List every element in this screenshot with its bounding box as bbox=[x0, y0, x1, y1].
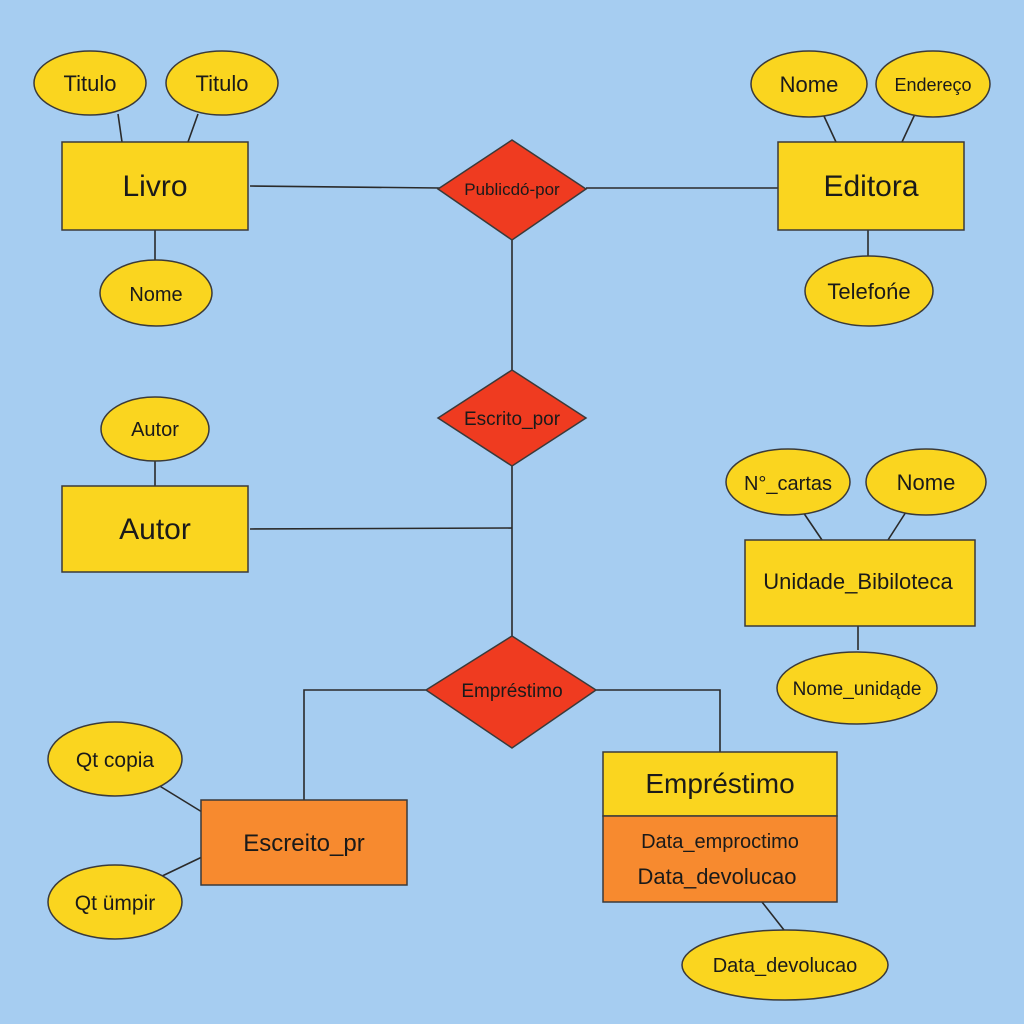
relationship-escrito-por-label: Escrito_por bbox=[464, 409, 561, 430]
attribute-label: Endereço bbox=[894, 75, 971, 95]
relationship-escrito-por[interactable]: Escrito_por bbox=[436, 369, 588, 467]
attribute-livro-nome[interactable]: Nome bbox=[99, 259, 213, 327]
entity-unidade-biblioteca[interactable]: Unidade_Bibiloteca bbox=[744, 539, 976, 627]
entity-unidade-biblioteca-label: Unidade_Bibiloteca bbox=[763, 569, 953, 594]
attribute-label: Data_devolucao bbox=[713, 955, 858, 977]
attribute-editora-nome[interactable]: Nome bbox=[750, 50, 868, 118]
entity-editora[interactable]: Editora bbox=[777, 141, 965, 231]
attribute-label: Nome bbox=[897, 470, 956, 495]
relationship-publicado-por-label: Publicdó-por bbox=[464, 180, 560, 199]
attribute-label: Titulo bbox=[196, 71, 249, 96]
attribute-unidade-n-cartas[interactable]: N°_cartas bbox=[725, 448, 851, 516]
attribute-escreito-qt-umpir[interactable]: Qt ümpir bbox=[47, 864, 183, 940]
attribute-label: Autor bbox=[131, 419, 179, 441]
attribute-livro-titulo[interactable]: Titulo bbox=[165, 50, 279, 116]
attribute-editora-endereco[interactable]: Endereço bbox=[875, 50, 991, 118]
attribute-label: Qt copia bbox=[76, 749, 155, 772]
attribute-label: Telefońe bbox=[827, 279, 910, 304]
entity-autor[interactable]: Autor bbox=[61, 485, 249, 573]
entity-livro[interactable]: Livro bbox=[61, 141, 249, 231]
relationship-emprestimo[interactable]: Empréstimo bbox=[424, 635, 598, 749]
entity-emprestimo-field: Data_emproctimo bbox=[641, 831, 799, 853]
entity-autor-label: Autor bbox=[119, 513, 191, 546]
entity-escreito-pr-label: Escreito_pr bbox=[243, 830, 364, 857]
attribute-label: N°_cartas bbox=[744, 473, 832, 495]
entity-editora-label: Editora bbox=[823, 170, 918, 203]
relationship-emprestimo-label: Empréstimo bbox=[461, 681, 562, 702]
attribute-livro-titulo[interactable]: Titulo bbox=[33, 50, 147, 116]
attribute-escreito-qt-copia[interactable]: Qt copia bbox=[47, 721, 183, 797]
attribute-label: Nome bbox=[129, 284, 182, 306]
entity-emprestimo[interactable]: Empréstimo Data_emproctimo Data_devoluca… bbox=[602, 751, 838, 903]
attribute-autor-autor[interactable]: Autor bbox=[100, 396, 210, 462]
attribute-editora-telefone[interactable]: Telefońe bbox=[804, 255, 934, 327]
entity-emprestimo-title: Empréstimo bbox=[645, 768, 794, 799]
attribute-label: Nome_unidąde bbox=[793, 679, 922, 700]
attribute-emprestimo-data-devolucao[interactable]: Data_devolucao bbox=[681, 929, 889, 1001]
connector-lines bbox=[117, 113, 916, 931]
entity-escreito-pr[interactable]: Escreito_pr bbox=[200, 799, 408, 886]
attribute-label: Nome bbox=[780, 72, 839, 97]
entity-livro-label: Livro bbox=[122, 170, 187, 203]
attribute-unidade-nome[interactable]: Nome bbox=[865, 448, 987, 516]
entity-emprestimo-field: Data_devolucao bbox=[637, 864, 796, 889]
attribute-label: Titulo bbox=[64, 71, 117, 96]
attribute-unidade-nome-unidade[interactable]: Nome_unidąde bbox=[776, 651, 938, 725]
relationship-publicado-por[interactable]: Publicdó-por bbox=[436, 139, 588, 241]
attribute-label: Qt ümpir bbox=[75, 892, 156, 915]
